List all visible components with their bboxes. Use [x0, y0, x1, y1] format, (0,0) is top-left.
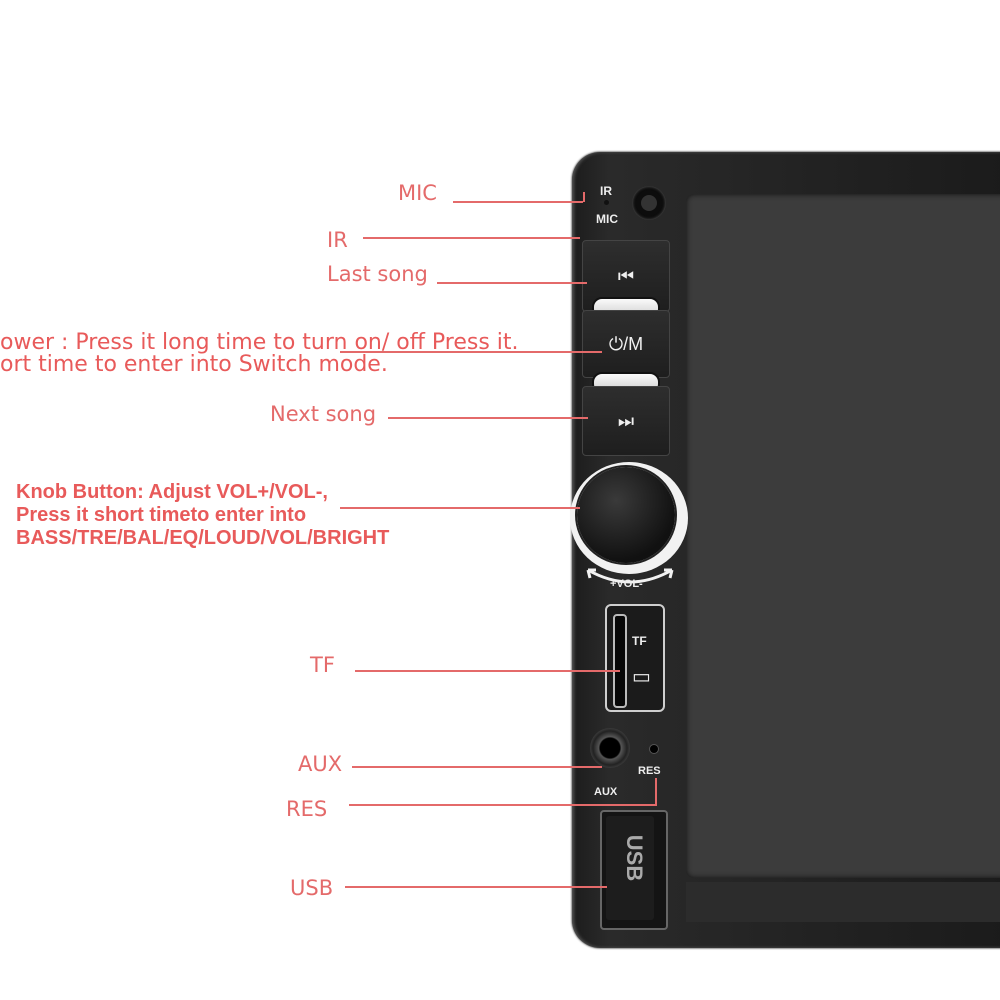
tf-callout: TF — [310, 653, 335, 677]
previous-track-icon: ⏮ — [617, 265, 635, 286]
mic-leader-tick — [583, 192, 585, 202]
next-song-button[interactable]: ⏭ — [582, 386, 670, 456]
next-song-leader-line — [388, 417, 588, 419]
power-callout-line2: ort time to enter into Switch mode. — [0, 352, 388, 377]
res-callout: RES — [286, 797, 328, 821]
knob-callout-line1: Knob Button: Adjust VOL+/VOL-, — [16, 481, 328, 503]
vol-device-label: +VOL- — [610, 578, 643, 590]
usb-port-inner — [606, 816, 654, 920]
ir-device-label: IR — [600, 184, 612, 198]
sd-card-icon: ▭ — [632, 666, 651, 688]
knob-callout-line2: Press it short timeto enter into — [16, 504, 307, 526]
power-icon: ⏻/M — [608, 333, 644, 354]
reset-pinhole[interactable] — [650, 745, 658, 753]
res-device-label: RES — [638, 765, 661, 777]
mic-device-label: MIC — [596, 212, 618, 226]
knob-leader-line — [340, 507, 580, 509]
res-leader-tick — [655, 778, 657, 806]
mic-callout: MIC — [398, 181, 437, 205]
usb-callout: USB — [290, 876, 334, 900]
mic-port — [632, 186, 666, 220]
aux-device-label: AUX — [594, 786, 618, 798]
touch-screen[interactable] — [686, 194, 1000, 878]
res-leader-line — [349, 804, 655, 806]
ir-callout: IR — [327, 228, 348, 252]
ir-sensor — [604, 200, 609, 205]
aux-leader-line — [352, 766, 602, 768]
aux-jack[interactable] — [590, 728, 630, 768]
power-mode-button[interactable]: ⏻/M — [582, 310, 670, 378]
volume-arc-arrows — [586, 568, 674, 584]
tf-leader-line — [355, 670, 620, 672]
tf-card-slit — [613, 614, 627, 708]
knob-callout-line3: BASS/TRE/BAL/EQ/LOUD/VOL/BRIGHT — [16, 527, 390, 549]
tf-device-label: TF — [632, 634, 647, 648]
next-track-icon: ⏭ — [617, 410, 635, 431]
volume-knob[interactable] — [577, 467, 675, 563]
ir-leader-line — [363, 237, 580, 239]
last-song-callout: Last song — [327, 262, 428, 286]
screen-bottom-bezel — [686, 882, 1000, 922]
mic-leader-line — [453, 201, 583, 203]
power-callout-line1: ower : Press it long time to turn on/ of… — [0, 330, 519, 355]
last-song-leader-line — [437, 282, 587, 284]
usb-leader-line — [345, 886, 607, 888]
aux-callout: AUX — [298, 752, 343, 776]
power-leader-line — [340, 351, 602, 353]
next-song-callout: Next song — [270, 402, 377, 426]
usb-device-label: USB — [622, 834, 647, 882]
